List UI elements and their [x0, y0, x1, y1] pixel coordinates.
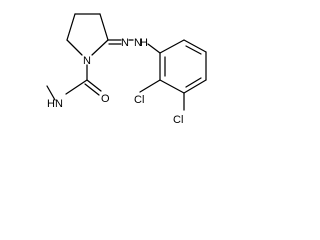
molecule-canvas: N H N O N N H Cl Cl: [0, 0, 230, 138]
bond-arom-inner-2: [185, 77, 202, 88]
hydrazone-h-label: H: [140, 37, 148, 49]
bond-arom-1: [159, 39, 185, 54]
bond-arom-5: [159, 79, 185, 94]
atom-labels: N H N O N N H Cl Cl: [47, 37, 183, 126]
amide-h-label: H: [47, 98, 55, 110]
dichlorophenyl-ring: [139, 39, 207, 111]
bond-arom-2: [183, 39, 207, 53]
amide-n-label: N: [55, 98, 63, 110]
bond-aryl-cl-1: [139, 79, 161, 93]
bond-ring-5: [66, 13, 76, 41]
pyrrolidine-ring: [66, 13, 109, 56]
bond-carbonyl-amide-n: [65, 79, 88, 95]
hydrazone-n1-label: N: [121, 37, 129, 49]
bond-co-double-b: [84, 83, 100, 96]
bond-amide-n-methyl: [46, 85, 56, 101]
bond-nh-aryl: [147, 43, 161, 54]
bond-arom-inner-1: [185, 45, 202, 55]
ring-n-label: N: [83, 55, 91, 67]
hydrazone-n2-label: N: [134, 37, 142, 49]
bond-arom-4: [183, 79, 207, 94]
chloro-2-label: Cl: [173, 114, 183, 126]
bond-ring-4: [66, 39, 83, 56]
carbonyl-o-label: O: [101, 93, 110, 105]
carboxamide-group: [46, 64, 102, 101]
hydrazone-group: [107, 39, 134, 45]
bond-co-double-a: [86, 79, 102, 92]
bond-ring-3: [91, 39, 109, 56]
bond-ring-2: [99, 13, 109, 41]
chloro-1-label: Cl: [134, 94, 144, 106]
structure-diagram: N H N O N N H Cl Cl: [46, 13, 207, 126]
